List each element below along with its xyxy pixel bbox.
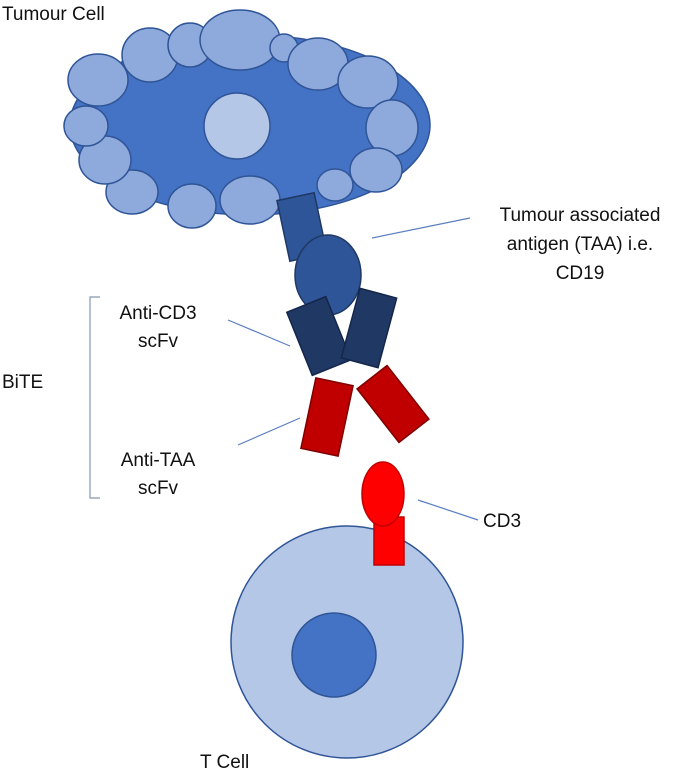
anti-taa-scfv-right-arm: [356, 364, 430, 444]
taa-label-line3: CD19: [556, 263, 605, 284]
taa-label-line2: antigen (TAA) i.e.: [507, 234, 653, 255]
anti-cd3-label-line1: Anti-CD3: [119, 303, 196, 324]
tumour-cell-label: Tumour Cell: [2, 4, 105, 25]
tumour-cell-surface-bubbles: [63, 9, 419, 229]
t-cell-nucleus: [291, 612, 377, 698]
cd3-leader-line: [417, 499, 479, 521]
t-cell: [230, 525, 464, 759]
bite-bracket: [89, 296, 100, 499]
cd3-label: CD3: [483, 511, 521, 532]
t-cell-label: T Cell: [200, 752, 249, 773]
anti-taa-scfv-left-arm: [300, 376, 354, 458]
tumour-cell-nucleus: [203, 92, 271, 160]
anti-taa-leader-line: [237, 417, 301, 446]
cd3-head: [361, 461, 405, 527]
tumour-associated-antigen: [276, 191, 362, 316]
anti-taa-label-line1: Anti-TAA: [121, 450, 196, 471]
taa-label-line1: Tumour associated: [500, 205, 661, 226]
taa-leader-line: [371, 217, 471, 239]
anti-cd3-scfv-right-arm: [340, 287, 398, 369]
anti-cd3-scfv-left-arm: [285, 295, 353, 377]
anti-taa-label-line2: scFv: [138, 478, 179, 499]
anti-cd3-label-line2: scFv: [138, 331, 179, 352]
bite-antibody: [285, 287, 430, 458]
anti-cd3-leader-line: [227, 319, 291, 347]
cd3-receptor: [361, 461, 405, 566]
tumour-cell: [63, 9, 431, 229]
bite-label: BiTE: [2, 372, 43, 393]
